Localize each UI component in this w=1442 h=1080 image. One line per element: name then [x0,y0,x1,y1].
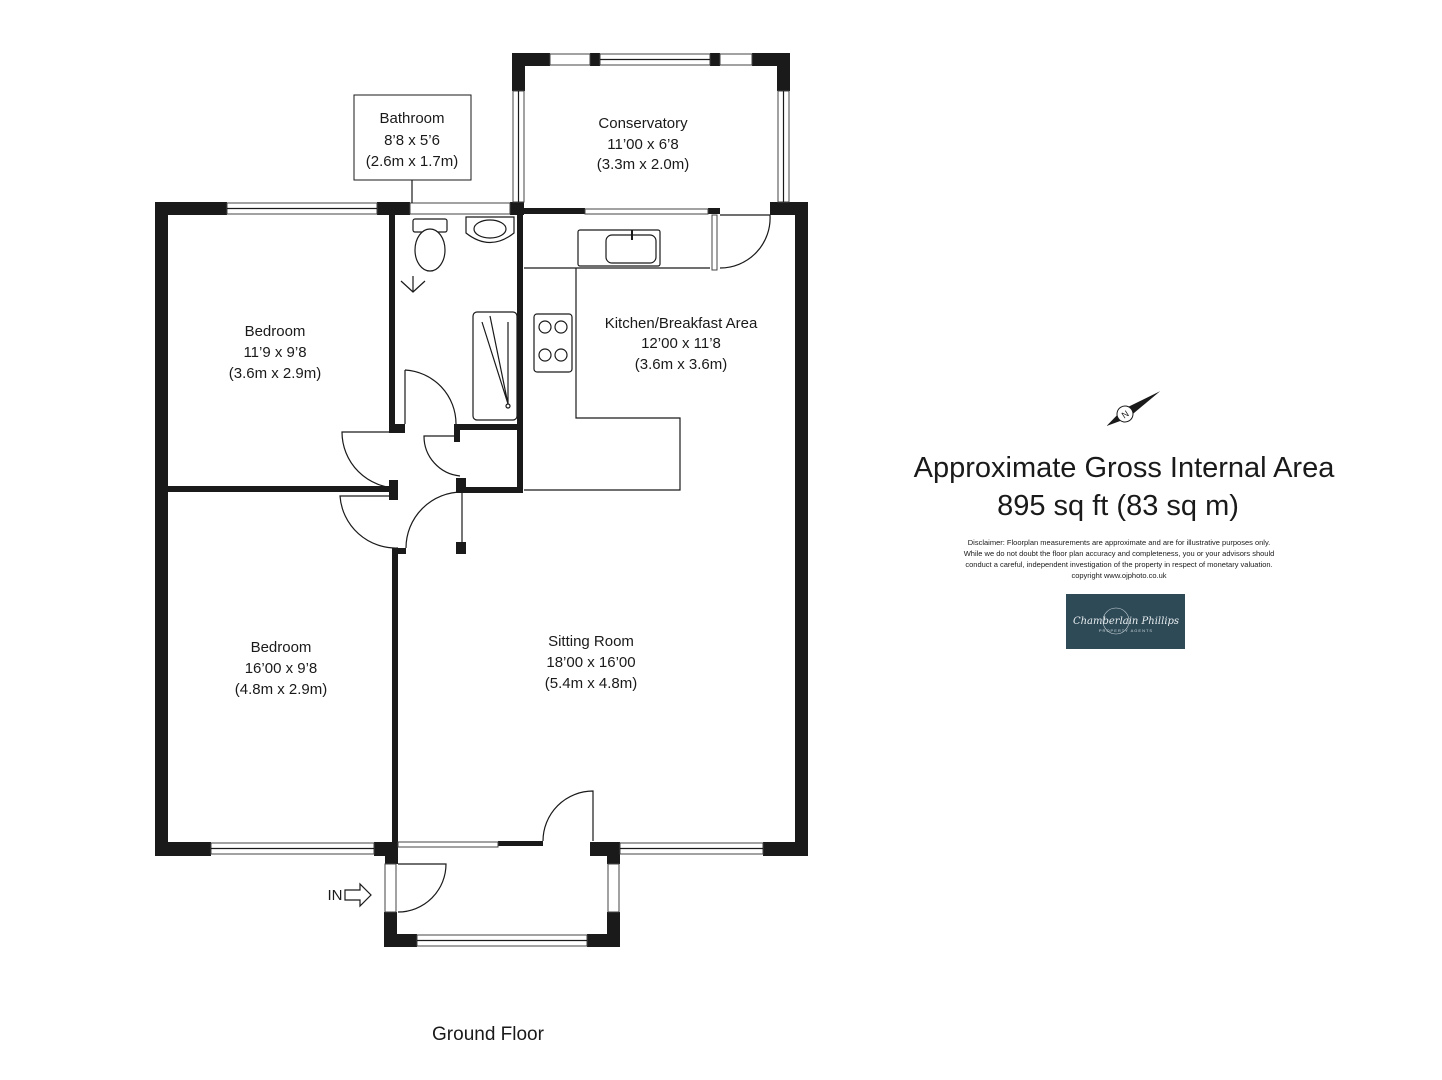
disclaimer-line-4: copyright www.ojphoto.co.uk [1071,571,1166,580]
logo-sub: PROPERTY AGENTS [1099,628,1153,633]
bedroom2-label: Bedroom 16’00 x 9’8 (4.8m x 2.9m) [235,639,328,698]
doors [339,214,771,913]
bedroom2-name: Bedroom [251,639,312,656]
sitting-imperial: 18’00 x 16’00 [546,654,635,671]
floor-label: Ground Floor [432,1024,545,1045]
kitchen-imperial: 12’00 x 11’8 [641,335,721,352]
area-value: 895 sq ft (83 sq m) [997,490,1239,522]
conservatory-imperial: 11’00 x 6’8 [607,136,678,153]
sitting-room-label: Sitting Room 18’00 x 16’00 (5.4m x 4.8m) [545,633,638,692]
sitting-name: Sitting Room [548,633,634,650]
fixtures [400,216,710,491]
entrance-marker: IN [328,882,372,908]
bedroom1-imperial: 11’9 x 9’8 [243,344,306,361]
hob-icon [533,313,573,373]
disclaimer-line-2: While we do not doubt the floor plan acc… [964,549,1275,558]
windows [210,53,790,947]
bedroom2-metric: (4.8m x 2.9m) [235,681,328,698]
area-title: Approximate Gross Internal Area [914,452,1336,484]
bedroom1-label: Bedroom 11’9 x 9’8 (3.6m x 2.9m) [229,323,322,382]
kitchen-label: Kitchen/Breakfast Area 12’00 x 11’8 (3.6… [605,315,758,373]
sitting-metric: (5.4m x 4.8m) [545,675,638,692]
toilet-icon [412,218,448,272]
bedroom1-name: Bedroom [245,323,306,340]
conservatory-label: Conservatory 11’00 x 6’8 (3.3m x 2.0m) [597,115,690,173]
stair-arrow-icon [400,276,426,293]
bedroom1-metric: (3.6m x 2.9m) [229,365,322,382]
kitchen-counter [524,267,710,491]
walls [155,53,808,947]
bathroom-metric: (2.6m x 1.7m) [366,153,459,170]
north-arrow-icon: N [1106,391,1161,426]
compass-letter: N [1120,408,1131,420]
disclaimer-line-1: Disclaimer: Floorplan measurements are a… [968,538,1271,547]
bathroom-name: Bathroom [379,110,444,127]
sink-icon [577,229,661,267]
bathroom-imperial: 8’8 x 5’6 [384,132,440,149]
logo-text: Chamberlain Phillips [1073,616,1179,627]
basin-icon [465,216,515,244]
bathroom-label-box: Bathroom 8’8 x 5’6 (2.6m x 1.7m) [353,94,472,203]
kitchen-name: Kitchen/Breakfast Area [605,315,758,332]
entrance-label: IN [328,887,343,904]
conservatory-name: Conservatory [598,115,688,132]
bath-icon [472,311,518,421]
bedroom2-imperial: 16’00 x 9’8 [245,660,318,677]
agent-logo: Chamberlain Phillips PROPERTY AGENTS [1066,594,1185,649]
conservatory-metric: (3.3m x 2.0m) [597,156,690,173]
kitchen-metric: (3.6m x 3.6m) [635,356,728,373]
entrance-arrow-icon [344,882,372,908]
disclaimer: Disclaimer: Floorplan measurements are a… [964,538,1275,580]
disclaimer-line-3: conduct a careful, independent investiga… [965,560,1272,569]
